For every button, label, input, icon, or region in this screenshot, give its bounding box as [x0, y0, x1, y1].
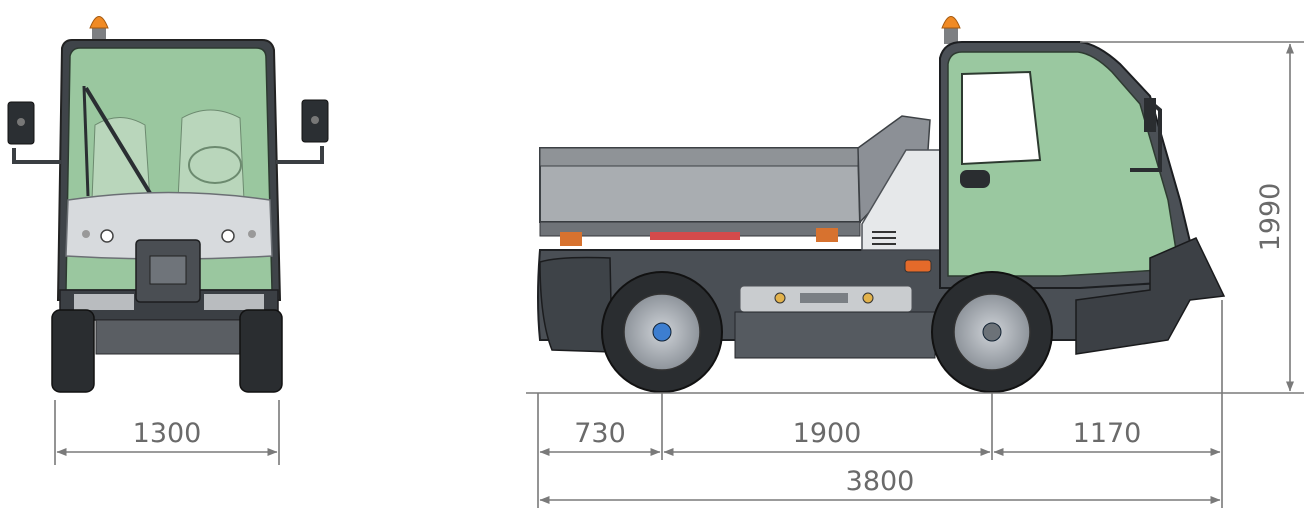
- wheelbase-label: 1900: [793, 418, 862, 449]
- front-width-dimension: 1300: [54, 400, 280, 465]
- rear-overhang-label: 730: [574, 418, 626, 449]
- side-mirror-icon: [1144, 98, 1156, 132]
- beacon-light-icon: [941, 16, 961, 44]
- height-label: 1990: [1255, 183, 1286, 252]
- front-left-wheel: [51, 309, 95, 393]
- front-wheel: [931, 271, 1053, 393]
- front-overhang-label: 1170: [1073, 418, 1142, 449]
- length-dimensions: 730 1900 1170 3800: [537, 300, 1223, 508]
- front-view-vehicle: [7, 16, 329, 393]
- cab-side-window: [961, 70, 1042, 166]
- right-mirror-icon: [276, 99, 329, 164]
- total-length-label: 3800: [846, 466, 915, 497]
- front-width-label: 1300: [133, 418, 202, 449]
- left-mirror-icon: [7, 101, 62, 164]
- side-view-vehicle: [537, 16, 1226, 393]
- rear-wheel: [601, 271, 723, 393]
- height-dimension: 1990: [1080, 41, 1304, 392]
- door-handle-icon: [960, 170, 990, 188]
- beacon-light-icon: [89, 16, 109, 42]
- front-right-wheel: [239, 309, 283, 393]
